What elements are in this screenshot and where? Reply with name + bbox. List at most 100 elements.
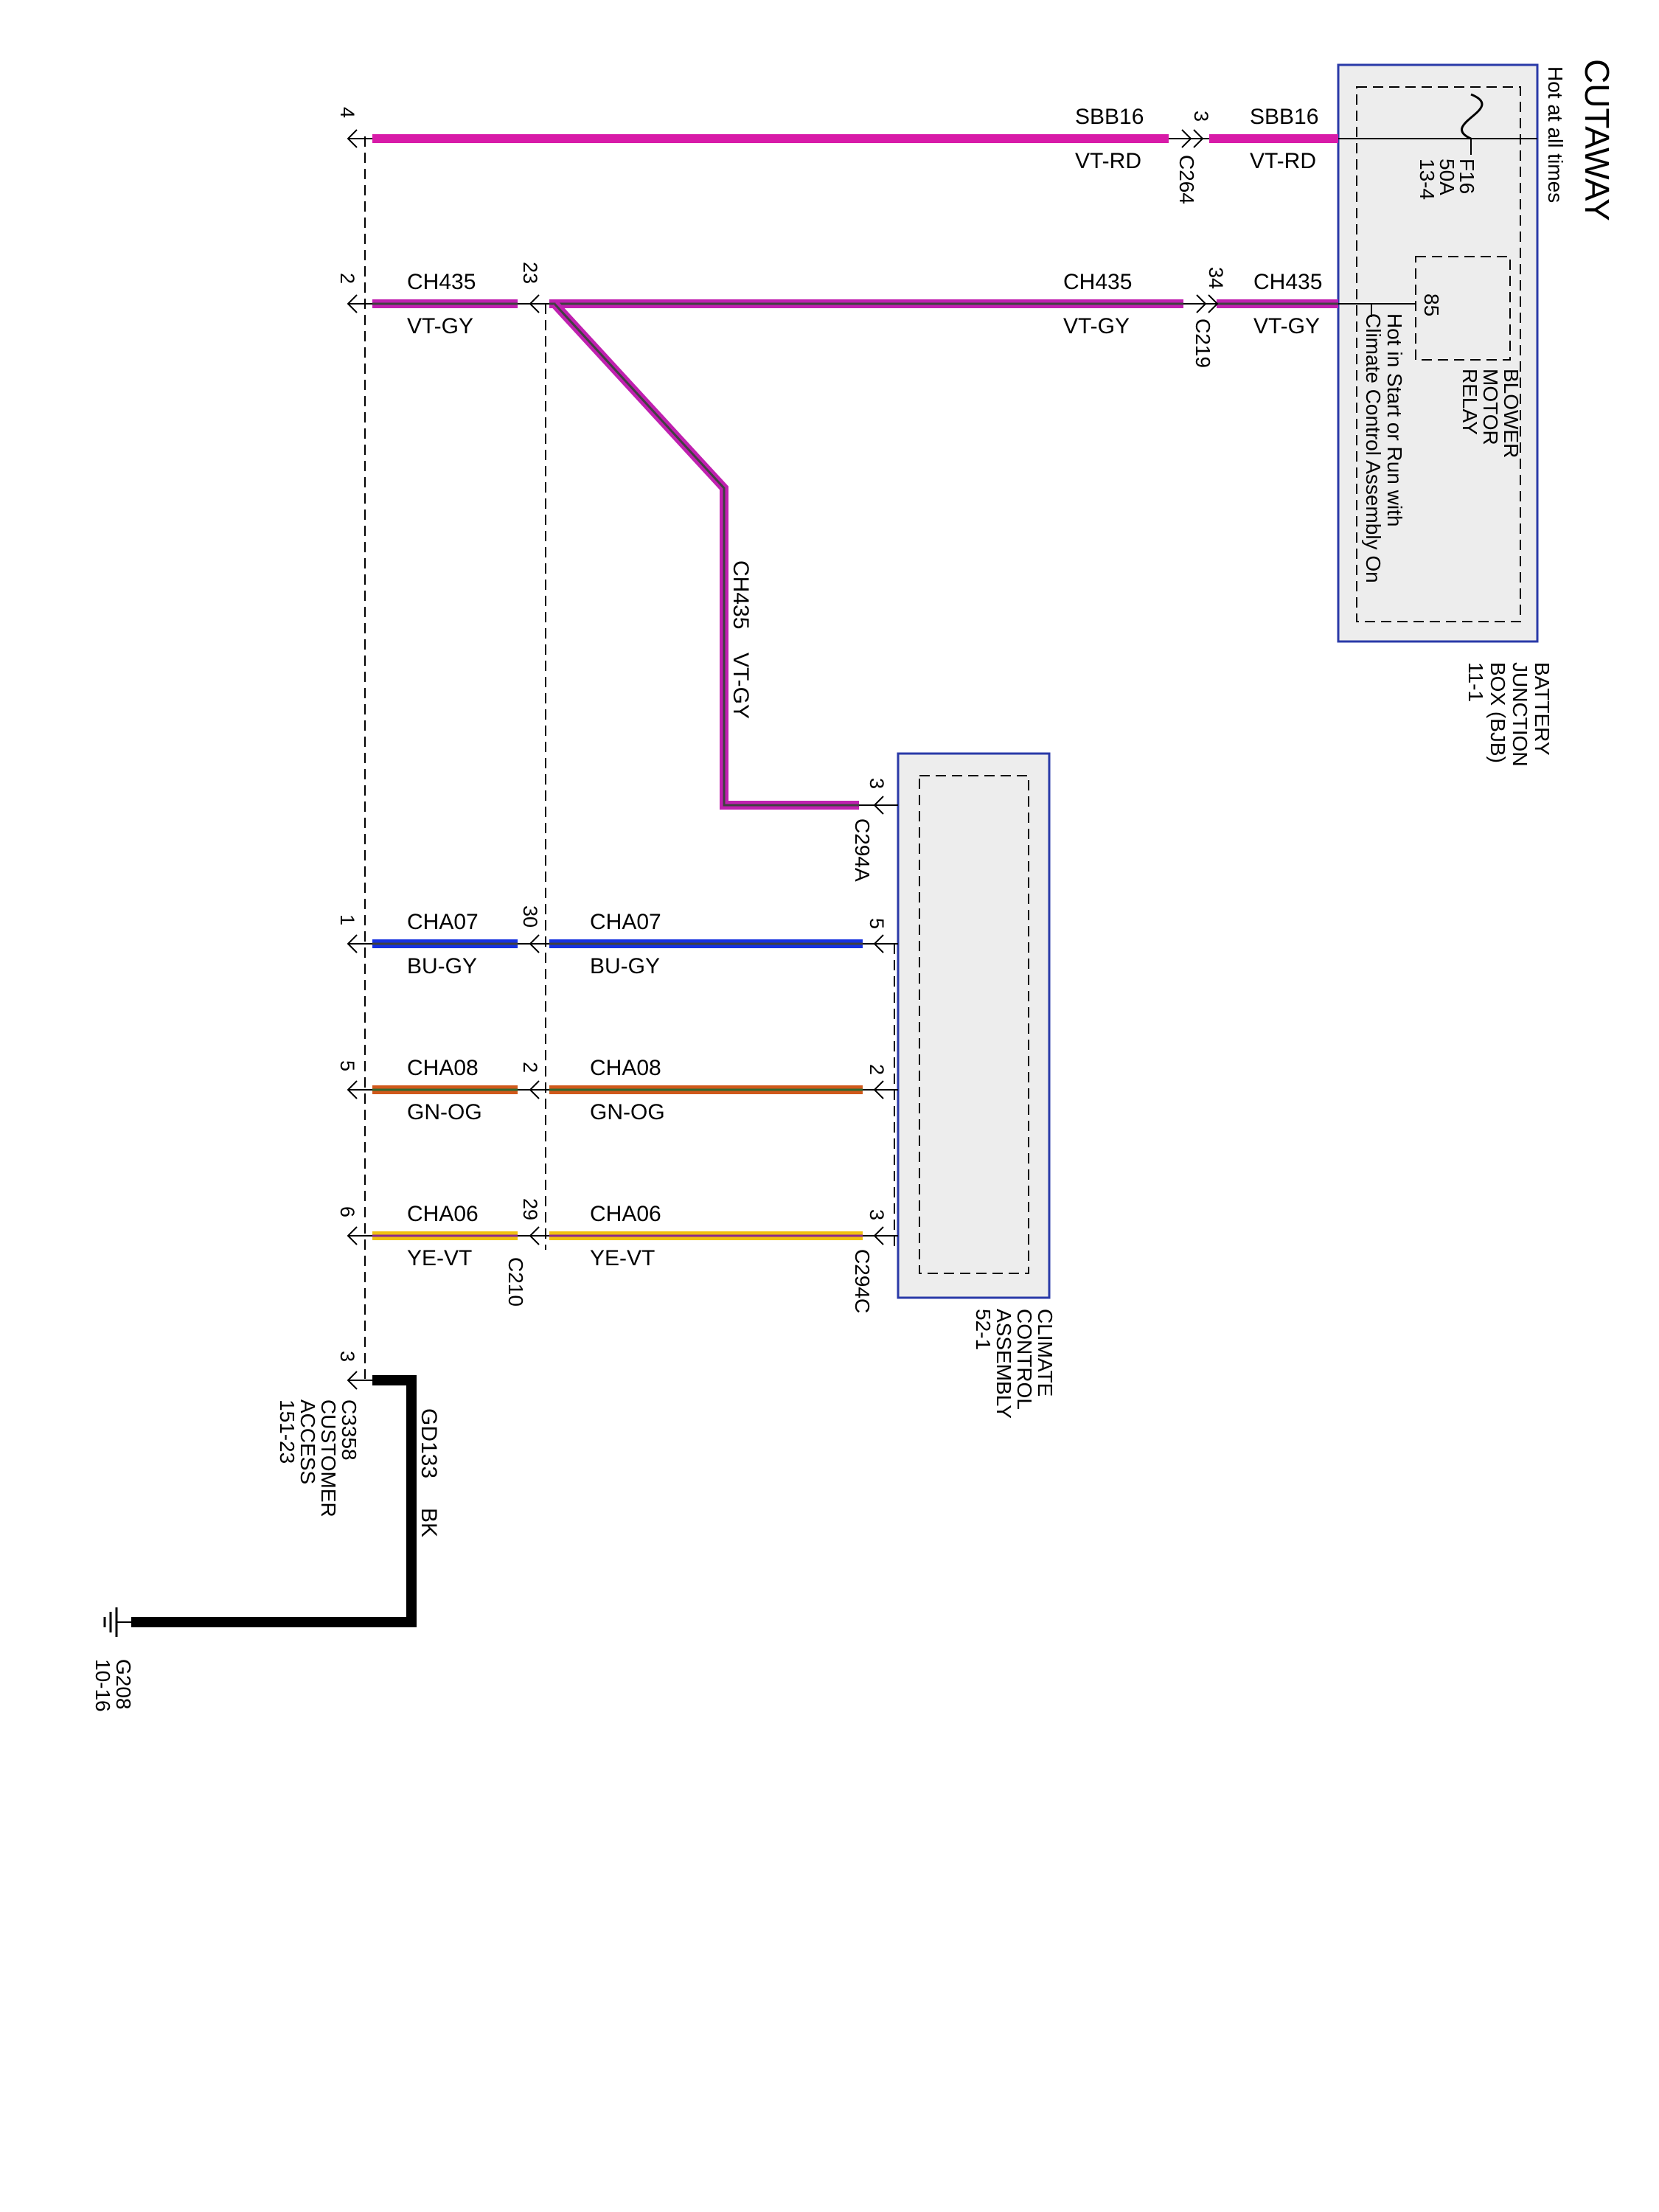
cca-label-line-1: CLIMATE	[1034, 1309, 1057, 1397]
connector-c294c: 5 2 3 C294C	[851, 918, 898, 1313]
cha06-circuit-label-2: CHA06	[590, 1202, 661, 1226]
cha08-color-label-2: GN-OG	[590, 1100, 665, 1124]
gd133-circuit-label: GD133	[417, 1408, 441, 1478]
c3358-label-line-4: 151-23	[276, 1399, 299, 1464]
c294c-terminal-5	[863, 934, 898, 953]
wire-sbb16: SBB16 VT-RD SBB16 VT-RD	[372, 105, 1338, 173]
cha08-color-label-1: GN-OG	[407, 1100, 482, 1124]
cha06-circuit-label-1: CHA06	[407, 1202, 479, 1226]
c3358-pin-4: 4	[336, 107, 358, 118]
ch435-circuit-label-2: CH435	[1063, 270, 1132, 294]
c294c-pin-5: 5	[866, 918, 888, 929]
relay-note-line-1: Hot in Start or Run with	[1383, 313, 1406, 526]
wire-cha06: CHA06 YE-VT CHA06 YE-VT	[372, 1202, 863, 1270]
climate-control-assembly: CLIMATE CONTROL ASSEMBLY 52-1	[897, 752, 1057, 1419]
cha06-color-label-2: YE-VT	[590, 1246, 655, 1270]
cha08-circuit-label-2: CHA08	[590, 1056, 661, 1080]
wire-gd133: GD133 BK	[131, 1375, 441, 1627]
bjb-outline	[1337, 63, 1539, 643]
blower-motor-relay: BLOWER MOTOR RELAY 85 Hot in Start or Ru…	[1338, 256, 1523, 583]
c219-label: C219	[1192, 319, 1214, 368]
ch435-color-label-2: VT-GY	[1063, 314, 1130, 338]
fuse-label-line-3: 13-4	[1416, 159, 1439, 200]
c210-label: C210	[504, 1257, 527, 1307]
ch435-circuit-label-3: CH435	[1253, 270, 1322, 294]
connector-c264: 3 C264	[1169, 111, 1212, 204]
diagram-title: CUTAWAY	[1578, 59, 1616, 221]
relay-label-line-2: MOTOR	[1479, 369, 1502, 445]
wire-cha07: CHA07 BU-GY CHA07 BU-GY	[372, 910, 863, 978]
cca-outline	[897, 752, 1051, 1299]
gd133-color-label: BK	[417, 1508, 441, 1537]
c3358-pin-6: 6	[336, 1206, 358, 1217]
ch435-color-label-4: VT-GY	[728, 653, 753, 719]
c210-pin-29: 29	[519, 1198, 541, 1220]
ch435-circuit-label-1: CH435	[407, 270, 476, 294]
c294c-label: C294C	[851, 1249, 874, 1313]
bjb-inner-dashed	[1356, 86, 1521, 622]
cha08-circuit-label-1: CHA08	[407, 1056, 479, 1080]
c210-pin-30: 30	[519, 905, 541, 928]
cha06-color-label-1: YE-VT	[407, 1246, 472, 1270]
relay-label-line-1: BLOWER	[1500, 369, 1523, 458]
ch435-color-label-1: VT-GY	[407, 314, 473, 338]
c3358-label-line-2: CUSTOMER	[317, 1399, 340, 1517]
cha07-color-label-1: BU-GY	[407, 954, 477, 978]
c3358-terminal-1	[347, 934, 372, 953]
c264-pin-3: 3	[1190, 111, 1212, 122]
hot-at-all-times-note: Hot at all times	[1544, 66, 1567, 203]
cha07-circuit-label-1: CHA07	[407, 910, 479, 934]
sbb16-circuit-label-1: SBB16	[1075, 105, 1144, 129]
ch435-circuit-label-4: CH435	[728, 560, 753, 629]
cca-label-line-2: CONTROL	[1013, 1309, 1036, 1410]
ground-id-label: G208	[112, 1659, 135, 1710]
fuse-label-line-1: F16	[1455, 159, 1478, 194]
relay-pin-85: 85	[1420, 293, 1443, 316]
ground-ref-label: 10-16	[91, 1659, 114, 1712]
c219-pin-34: 34	[1205, 267, 1227, 289]
c210-terminal-30	[518, 934, 549, 953]
wire-cha08: CHA08 GN-OG CHA08 GN-OG	[372, 1056, 863, 1124]
c3358-terminal-4	[347, 129, 372, 148]
c294c-pin-2: 2	[866, 1064, 888, 1075]
c3358-pin-3: 3	[336, 1351, 358, 1362]
c210-terminal-2	[518, 1080, 549, 1099]
c3358-label-line-1: C3358	[338, 1399, 361, 1461]
battery-junction-box: BATTERY JUNCTION BOX (BJB) 11-1 F16 50A …	[1337, 63, 1554, 767]
fuse-label-line-2: 50A	[1436, 159, 1458, 195]
c3358-terminal-6	[347, 1226, 372, 1245]
relay-label-line-3: RELAY	[1458, 369, 1481, 435]
c3358-label-line-3: ACCESS	[296, 1399, 319, 1484]
c3358-terminal-5	[347, 1080, 372, 1099]
sbb16-color-label-1: VT-RD	[1075, 149, 1141, 173]
c294c-terminal-3	[863, 1226, 898, 1245]
cca-label-line-4: 52-1	[972, 1309, 995, 1350]
c294c-terminal-2	[863, 1080, 898, 1099]
bjb-label-line-4: 11-1	[1464, 662, 1487, 702]
fuse-f16: F16 50A 13-4	[1416, 93, 1484, 200]
connector-c3358: 4 2 1 5 6 3 C3358 CUSTOMER ACCESS 151-23	[276, 107, 372, 1517]
ch435-color-label-3: VT-GY	[1253, 314, 1320, 338]
sbb16-color-label-2: VT-RD	[1250, 149, 1316, 173]
c3358-pin-5: 5	[336, 1060, 358, 1071]
c210-terminal-23	[518, 294, 549, 313]
relay-note-line-2: Climate Control Assembly On	[1362, 313, 1385, 583]
c3358-terminal-3	[347, 1371, 372, 1390]
c3358-pin-2: 2	[336, 273, 358, 284]
cha07-color-label-2: BU-GY	[590, 954, 660, 978]
ground-g208: G208 10-16	[91, 1607, 135, 1712]
sbb16-circuit-label-2: SBB16	[1250, 105, 1318, 129]
c210-pin-2: 2	[519, 1062, 541, 1073]
c3358-pin-1: 1	[336, 914, 358, 925]
c294a-label: C294A	[851, 818, 874, 882]
c294c-pin-3: 3	[866, 1209, 888, 1220]
cca-label-line-3: ASSEMBLY	[992, 1309, 1015, 1419]
bjb-label-line-3: BOX (BJB)	[1486, 662, 1509, 763]
connector-c210: 23 30 2 29 C210	[504, 262, 549, 1307]
bjb-label-line-2: JUNCTION	[1509, 662, 1531, 767]
c264-label: C264	[1175, 155, 1198, 204]
bjb-label-line-1: BATTERY	[1531, 662, 1554, 756]
c210-pin-23: 23	[519, 262, 541, 284]
c3358-terminal-2	[347, 294, 372, 313]
